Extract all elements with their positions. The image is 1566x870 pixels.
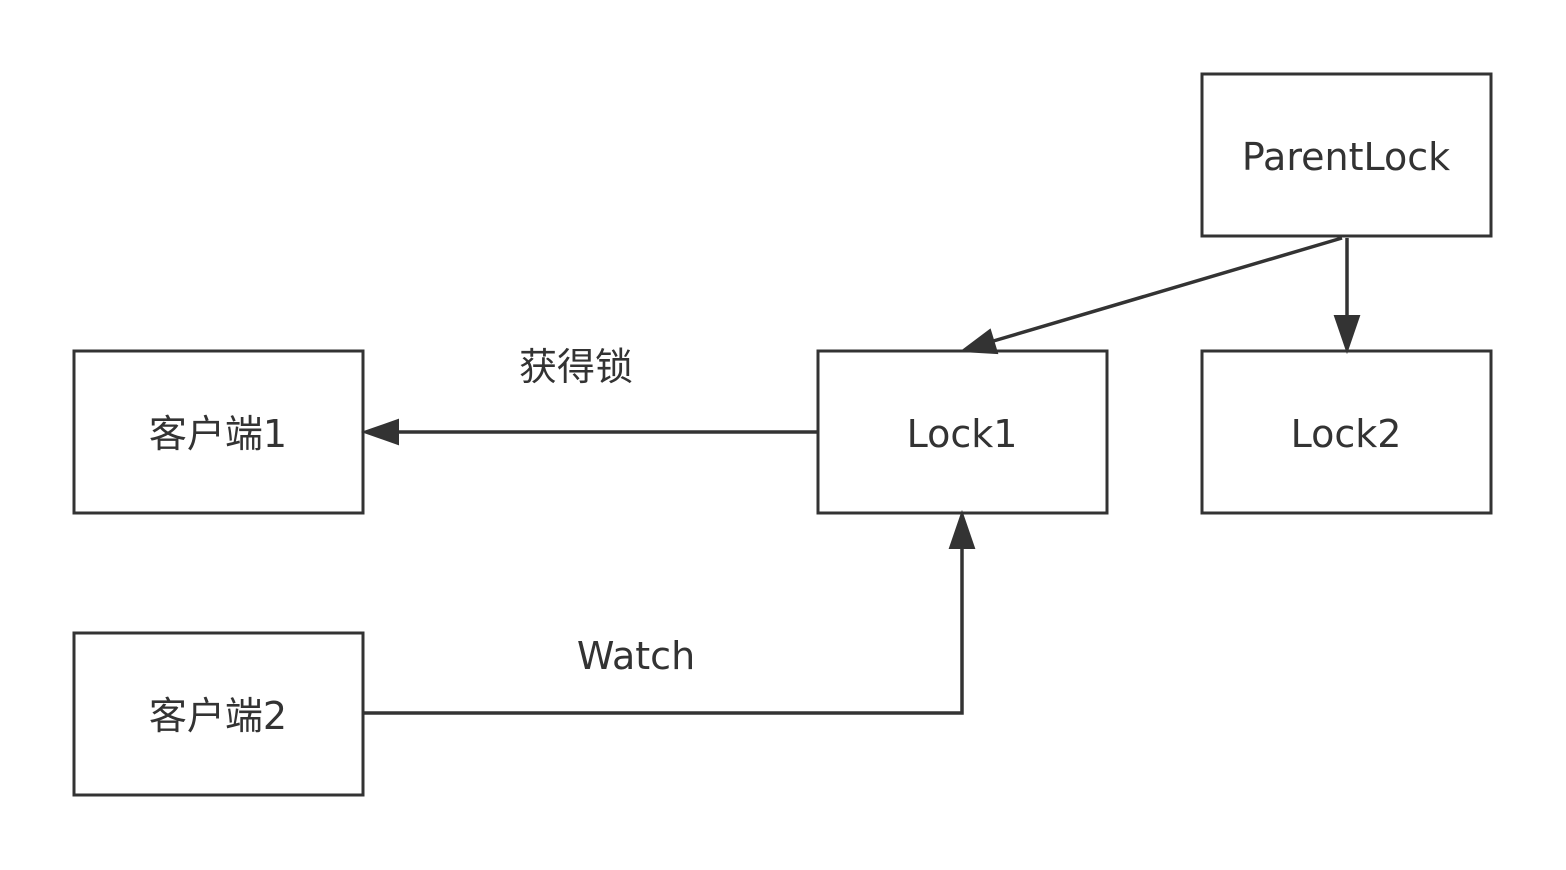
node-lock1-label: Lock1 bbox=[907, 412, 1018, 456]
node-parent-lock-box bbox=[1200, 72, 1493, 238]
node-client2-box bbox=[72, 631, 365, 797]
edge-lock1-to-client1-arrowhead bbox=[360, 418, 399, 446]
edge-parent-to-lock1-line bbox=[989, 236, 1343, 344]
node-client1-box bbox=[72, 349, 365, 515]
edge-parent-to-lock1 bbox=[959, 236, 1343, 355]
node-client1-label: 客户端1 bbox=[149, 412, 287, 456]
edge-parent-to-lock2 bbox=[1333, 238, 1361, 355]
node-client2-label: 客户端2 bbox=[149, 694, 287, 738]
edge-parent-to-lock1-arrowhead bbox=[959, 328, 999, 355]
node-lock2-label: Lock2 bbox=[1291, 412, 1402, 456]
node-lock1: Lock1 bbox=[816, 349, 1109, 515]
edge-client2-to-lock1-arrowhead bbox=[948, 509, 976, 549]
edge-client2-to-lock1: Watch bbox=[363, 509, 976, 715]
edge-client2-to-lock1-line bbox=[363, 544, 964, 715]
node-lock2-box bbox=[1200, 349, 1493, 515]
node-lock2: Lock2 bbox=[1200, 349, 1493, 515]
edge-client2-to-lock1-label: Watch bbox=[577, 634, 695, 678]
edge-lock1-to-client1-label: 获得锁 bbox=[519, 345, 633, 389]
edge-lock1-to-client1: 获得锁 bbox=[360, 345, 818, 446]
node-parent-lock: ParentLock bbox=[1200, 72, 1493, 238]
edge-parent-to-lock2-arrowhead bbox=[1333, 315, 1361, 355]
node-client2: 客户端2 bbox=[72, 631, 365, 797]
node-client1: 客户端1 bbox=[72, 349, 365, 515]
node-parent-lock-label: ParentLock bbox=[1242, 135, 1450, 179]
